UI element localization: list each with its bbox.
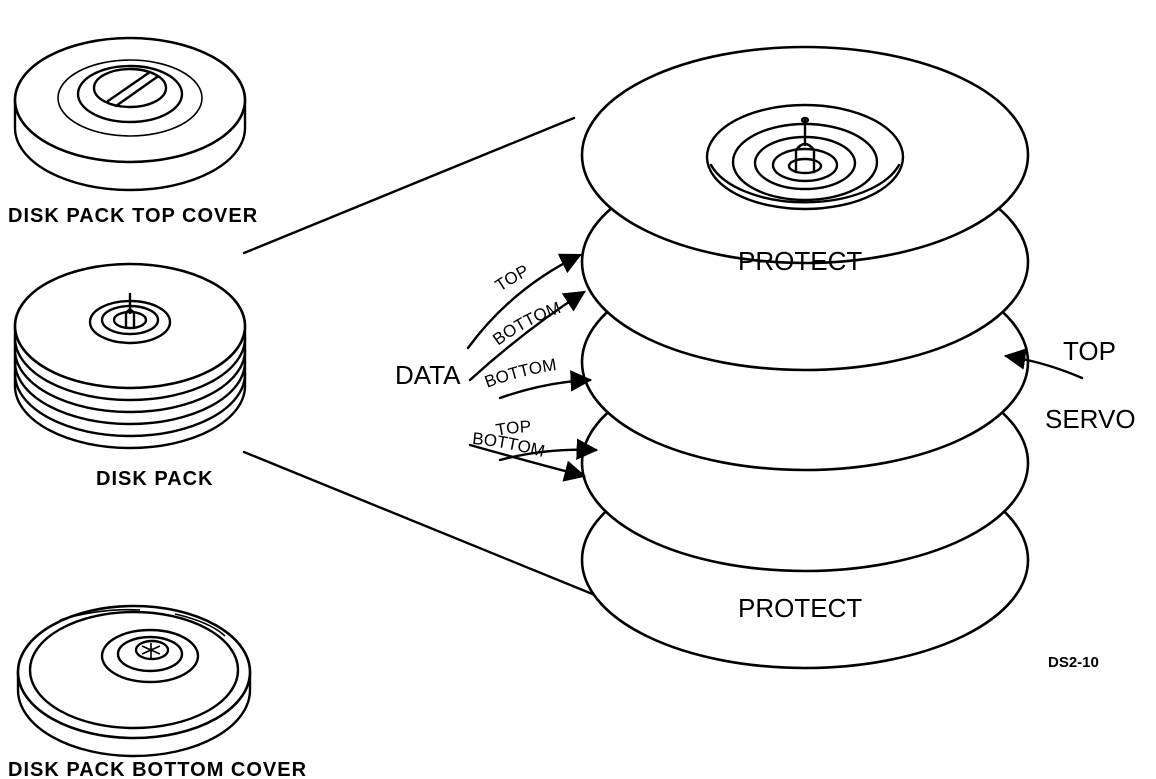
surface-label-top-1: TOP: [492, 261, 532, 295]
top-cover-illustration: [13, 36, 247, 192]
disk-pack-caption: DISK PACK: [96, 468, 214, 490]
protect-label-top: PROTECT: [738, 246, 862, 276]
surface-label-top-2: TOP: [494, 417, 531, 440]
figure-code: DS2-10: [1048, 654, 1099, 671]
servo-top-label: TOP: [1063, 336, 1116, 366]
bottom-cover-caption: DISK PACK BOTTOM COVER: [8, 759, 307, 779]
protect-label-bottom: PROTECT: [738, 593, 862, 623]
connector-line-upper: [242, 116, 576, 255]
servo-arrow: [1003, 348, 1084, 380]
top-cover-caption: DISK PACK TOP COVER: [8, 205, 258, 227]
data-label: DATA: [395, 360, 461, 390]
data-surface-arrows: [466, 253, 599, 482]
disk-pack-illustration: [13, 262, 247, 450]
surface-label-bottom-1: BOTTOM: [489, 298, 563, 349]
exploded-disk-stack: [580, 45, 1030, 670]
bottom-cover-illustration: [16, 604, 252, 758]
connector-line-lower: [242, 450, 614, 604]
servo-label: SERVO: [1045, 404, 1136, 434]
